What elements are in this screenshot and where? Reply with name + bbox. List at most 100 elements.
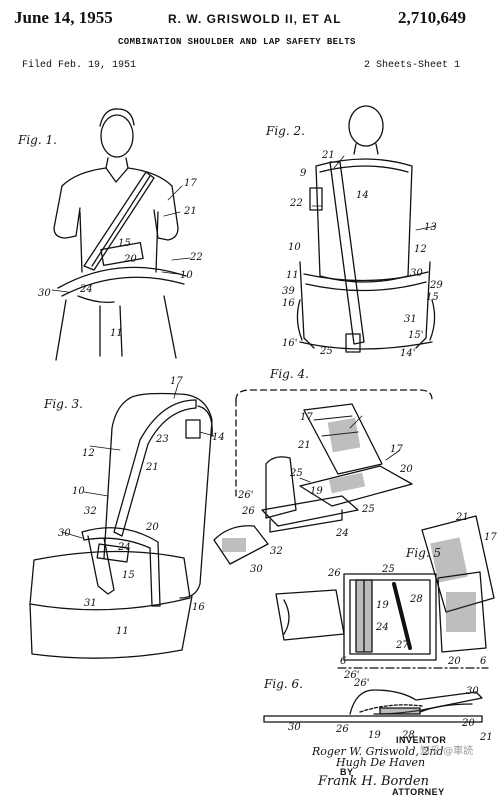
ref-numeral: 21 xyxy=(321,150,335,161)
ref-numeral: 10 xyxy=(180,270,193,281)
ref-numeral: 30 xyxy=(466,686,479,697)
ref-numeral: 17 xyxy=(300,412,313,423)
ref-numeral: 26' xyxy=(343,670,359,681)
ref-numeral: 20 xyxy=(399,464,413,475)
inventor-label: INVENTOR xyxy=(396,735,447,745)
fig3-label: Fig. 3. xyxy=(44,397,83,411)
inventor-header: R. W. GRISWOLD II, ET AL xyxy=(168,12,342,26)
fig1-label: Fig. 1. xyxy=(18,133,57,147)
fig2-numerals: 21 9 14 22 13 10 12 11 39 16 30 29 15 31… xyxy=(282,150,443,359)
ref-numeral: 17 xyxy=(184,178,197,189)
ref-numeral: 16 xyxy=(282,298,295,309)
fig4-numerals: 17 21 17 25 20 26' 19 26 25 24 32 30 xyxy=(237,412,413,575)
ref-numeral: 24 xyxy=(79,284,93,295)
ref-numeral: 30 xyxy=(250,564,263,575)
fig6-numerals: 26' 30 30 26 19 28 20 21 xyxy=(288,678,493,743)
ref-numeral: 26 xyxy=(327,568,341,579)
ref-numeral: 17 xyxy=(170,376,183,387)
ref-numeral: 9 xyxy=(300,168,307,179)
ref-numeral: 32 xyxy=(84,506,97,517)
ref-numeral: 29 xyxy=(429,280,443,291)
ref-numeral: 32 xyxy=(270,546,283,557)
ref-numeral: 30 xyxy=(410,268,423,279)
watermark: 知乎 @車読 xyxy=(420,746,474,757)
ref-numeral: 28 xyxy=(409,594,423,605)
ref-numeral: 27 xyxy=(395,640,409,651)
ref-numeral: 22 xyxy=(189,252,203,263)
ref-numeral: 24 xyxy=(117,542,131,553)
ref-numeral: 39 xyxy=(282,286,295,297)
ref-numeral: 16 xyxy=(192,602,205,613)
ref-numeral: 31 xyxy=(404,314,417,325)
ref-numeral: 11 xyxy=(286,270,299,281)
fig5-drawing xyxy=(275,515,495,669)
ref-numeral: 10 xyxy=(72,486,85,497)
fig3-numerals: 17 14 23 12 21 10 32 20 30 24 15 31 16 1… xyxy=(58,376,225,637)
fig1-numerals: 17 21 22 10 30 20 24 11 15 xyxy=(38,178,203,339)
ref-numeral: 11 xyxy=(116,626,129,637)
ref-numeral: 20 xyxy=(145,522,159,533)
patent-number: 2,710,649 xyxy=(398,8,466,27)
fig5-label: Fig. 5 xyxy=(406,546,442,560)
by-label: BY xyxy=(340,767,354,777)
ref-numeral: 31 xyxy=(84,598,97,609)
sheet-count: 2 Sheets-Sheet 1 xyxy=(364,60,461,71)
ref-numeral: 10 xyxy=(288,242,301,253)
ref-numeral: 26' xyxy=(353,678,369,689)
ref-numeral: 15 xyxy=(426,292,439,303)
ref-numeral: 19 xyxy=(310,486,323,497)
ref-numeral: 30 xyxy=(58,528,71,539)
ref-numeral: 21 xyxy=(479,732,493,743)
ref-numeral: 17 xyxy=(484,532,497,543)
ref-numeral: 23 xyxy=(155,434,169,445)
ref-numeral: 21 xyxy=(297,440,311,451)
ref-numeral: 6 xyxy=(340,656,347,667)
ref-numeral: 22 xyxy=(289,198,303,209)
ref-numeral: 21 xyxy=(183,206,197,217)
ref-numeral: 19 xyxy=(376,600,389,611)
ref-numeral: 15 xyxy=(118,238,131,249)
fig3-drawing xyxy=(29,392,213,659)
ref-numeral: 24 xyxy=(335,528,349,539)
ref-numeral: 25 xyxy=(381,564,395,575)
ref-numeral: 12 xyxy=(82,448,95,459)
ref-numeral: 21 xyxy=(145,462,159,473)
attorney-label: ATTORNEY xyxy=(392,787,445,797)
patent-title: COMBINATION SHOULDER AND LAP SAFETY BELT… xyxy=(118,37,356,47)
ref-numeral: 30 xyxy=(38,288,51,299)
ref-numeral: 14 xyxy=(356,190,369,201)
fig6-drawing xyxy=(263,689,483,723)
ref-numeral: 26 xyxy=(241,506,255,517)
fig2-label: Fig. 2. xyxy=(266,124,305,138)
fig2-drawing xyxy=(296,105,436,353)
patent-date: June 14, 1955 xyxy=(14,8,113,27)
ref-numeral: 25 xyxy=(319,346,333,357)
fig1-drawing xyxy=(53,108,187,361)
ref-numeral: 20 xyxy=(123,254,137,265)
ref-numeral: 11 xyxy=(110,328,123,339)
ref-numeral: 15 xyxy=(122,570,135,581)
attorney-signature: Frank H. Borden xyxy=(318,774,429,789)
ref-numeral: 20 xyxy=(461,718,475,729)
fig4-label: Fig. 4. xyxy=(270,367,309,381)
ref-numeral: 25 xyxy=(289,468,303,479)
ref-numeral: 15' xyxy=(408,330,423,341)
ref-numeral: 30 xyxy=(288,722,301,733)
filed-date: Filed Feb. 19, 1951 xyxy=(22,60,137,71)
ref-numeral: 21 xyxy=(455,512,469,523)
ref-numeral: 17 xyxy=(390,444,403,455)
ref-numeral: 12 xyxy=(414,244,427,255)
ref-numeral: 16' xyxy=(282,338,297,349)
ref-numeral: 13 xyxy=(424,222,437,233)
fig6-label: Fig. 6. xyxy=(264,677,303,691)
ref-numeral: 19 xyxy=(368,730,381,741)
fig5-numerals: 21 17 26 25 19 28 24 27 20 6 6 26' xyxy=(327,512,497,681)
ref-numeral: 28 xyxy=(401,730,415,741)
ref-numeral: 6 xyxy=(480,656,487,667)
ref-numeral: 26' xyxy=(237,490,253,501)
ref-numeral: 20 xyxy=(447,656,461,667)
fig4-drawing xyxy=(213,389,433,565)
ref-numeral: 24 xyxy=(375,622,389,633)
ref-numeral: 14' xyxy=(400,348,415,359)
